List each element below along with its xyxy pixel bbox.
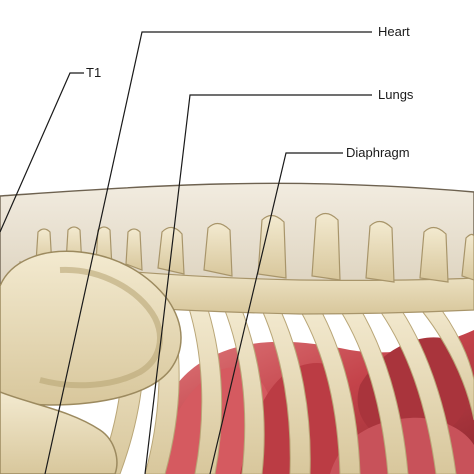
heart-label: Heart <box>378 24 410 39</box>
diaphragm-leader-line <box>209 152 343 474</box>
diaphragm-label: Diaphragm <box>346 145 410 160</box>
leader-lines <box>0 31 372 474</box>
t1-label: T1 <box>86 65 102 80</box>
scapula <box>0 250 182 406</box>
humerus <box>0 391 118 474</box>
t1-leader-line <box>0 72 84 233</box>
heart-leader-line <box>44 31 372 474</box>
lungs-leader-line <box>144 94 372 474</box>
spinous-processes <box>35 212 474 283</box>
scapula-inner-ridge <box>39 266 163 389</box>
lungs-label: Lungs <box>378 87 414 102</box>
